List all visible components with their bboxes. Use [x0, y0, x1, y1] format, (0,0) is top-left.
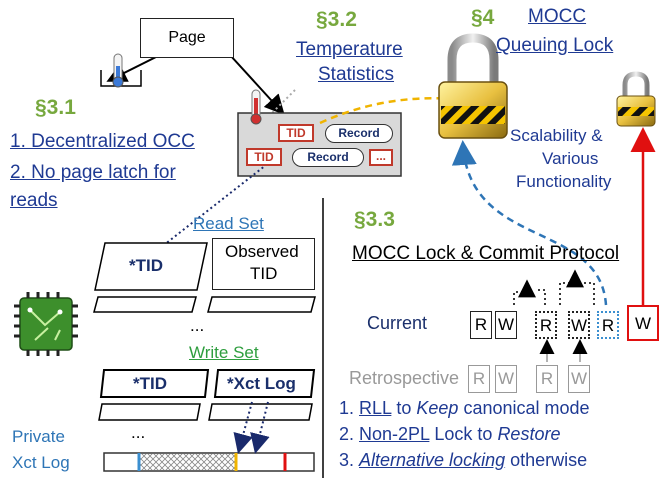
- scal-line2: Various: [542, 149, 599, 168]
- s31-line1: 1. Decentralized OCC: [10, 131, 195, 152]
- current-cell-r1: R: [470, 311, 492, 339]
- scal-line3: Functionality: [516, 172, 612, 191]
- private-line2: Xct Log: [12, 453, 70, 472]
- tid-to-readset-dotted: [154, 157, 276, 253]
- log-pointer-1: [233, 401, 253, 454]
- s31-line2: 2. No page latch for: [10, 162, 176, 183]
- s4-line2: Queuing Lock: [496, 35, 614, 56]
- scal-line1: Scalability &: [510, 126, 603, 145]
- thermometer-bucket-icon: [100, 53, 142, 88]
- write-tid-shape: [99, 369, 210, 398]
- page-tid-2: TID: [246, 148, 282, 166]
- write-set-title: Write Set: [189, 343, 259, 362]
- observed-line2: TID: [250, 264, 278, 283]
- retro-label: Retrospective: [349, 368, 460, 388]
- s32-line1: Temperature: [296, 39, 403, 60]
- s4-title: §4: [471, 6, 495, 29]
- page-tid-1: TID: [278, 124, 314, 142]
- s33-title: §3.3: [354, 208, 395, 231]
- write-log-label: *Xct Log: [227, 374, 296, 393]
- private-line1: Private: [12, 427, 65, 446]
- s32-title: §3.2: [316, 8, 357, 31]
- page-to-records-arrow: [229, 54, 285, 115]
- read-set-title: Read Set: [193, 214, 264, 233]
- retro-cell-r2: R: [536, 365, 558, 393]
- page-record-2: Record: [292, 148, 364, 167]
- current-cell-w1: W: [495, 311, 517, 339]
- observed-line1: Observed: [225, 242, 299, 261]
- s33-subtitle: MOCC Lock & Commit Protocol: [352, 243, 620, 264]
- read-tid-shape: [94, 242, 208, 291]
- retro-cell-r1: R: [468, 365, 490, 393]
- write-ellipsis: ...: [131, 423, 146, 442]
- cpu-chip-icon: [14, 292, 78, 356]
- rule-3: 3. Alternative locking otherwise: [339, 450, 588, 470]
- current-cell-w2: W: [568, 311, 590, 339]
- rule-2: 2. Non-2PL Lock to Restore: [339, 424, 561, 444]
- s31-line3: reads: [10, 190, 58, 211]
- current-cell-r2: R: [535, 311, 557, 339]
- big-padlock-icon: [438, 33, 508, 139]
- read-tid-label: *TID: [129, 256, 163, 275]
- page-record-dots: ...: [369, 149, 393, 166]
- read-ellipsis: ...: [190, 316, 205, 335]
- retro-cell-w1: W: [495, 365, 517, 393]
- page-box: Page: [140, 18, 234, 58]
- write-row-2b: [208, 403, 313, 421]
- read-row-2: [93, 296, 197, 313]
- read-row-2b: [207, 296, 316, 313]
- current-label: Current: [367, 313, 428, 333]
- s31-title: §3.1: [35, 96, 76, 119]
- write-row-2: [98, 403, 201, 421]
- write-tid-label: *TID: [133, 374, 167, 393]
- current-cell-r3: R: [597, 311, 619, 339]
- current-cell-w3: W: [627, 305, 659, 341]
- rule-1: 1. RLL to Keep canonical mode: [339, 398, 590, 418]
- write-log-shape: [213, 369, 316, 398]
- small-padlock-icon: [616, 71, 656, 127]
- blue-lock-arrow: [451, 140, 608, 306]
- page-record-1: Record: [325, 124, 393, 143]
- observed-tid-box: [212, 238, 315, 290]
- private-log-bar: [103, 452, 315, 472]
- s32-line2: Statistics: [318, 64, 395, 85]
- log-pointer-2: [250, 401, 270, 454]
- s4-line1: MOCC: [528, 6, 587, 27]
- retro-cell-w2: W: [568, 365, 590, 393]
